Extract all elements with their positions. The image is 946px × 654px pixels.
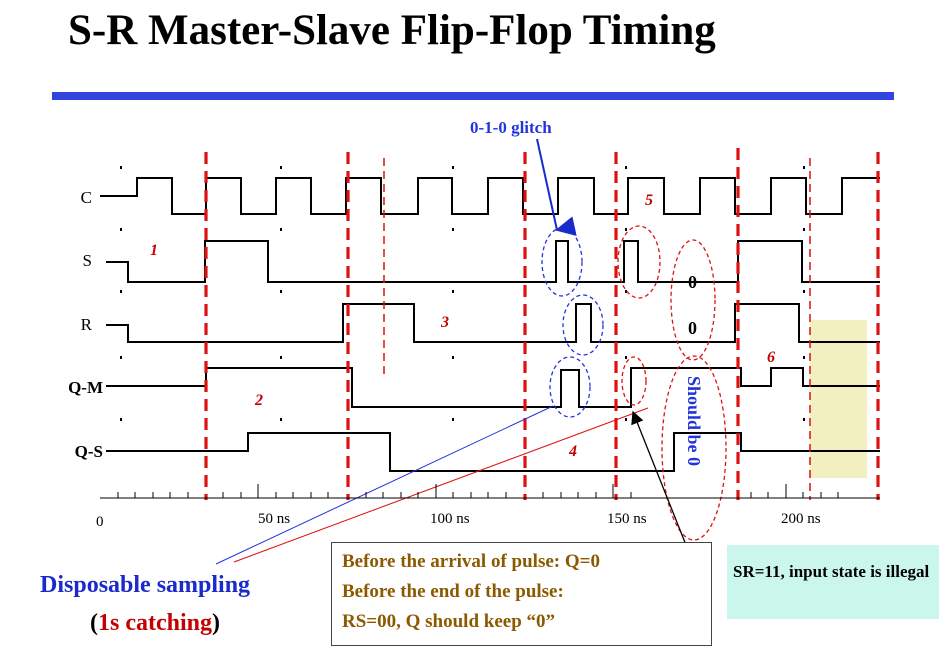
glitch-ellipse-r	[562, 294, 604, 356]
waveform-r	[106, 303, 880, 343]
should-be-zero-label: Should be 0	[684, 376, 704, 466]
signal-label-s: S	[83, 251, 92, 270]
catching-text: 1s catching	[98, 610, 212, 636]
pulse-line-2: Before the end of the pulse:	[342, 581, 564, 602]
paren-open: (	[90, 610, 98, 636]
clock-edge-lines	[204, 148, 880, 500]
catching-label: (1s catching)	[90, 610, 220, 637]
sampling-line-blue	[215, 405, 554, 565]
paren-close: )	[212, 610, 220, 636]
step-number-3: 3	[440, 314, 449, 331]
step-number-2: 2	[254, 392, 263, 409]
grid-dots	[120, 166, 805, 421]
time-label-50: 50 ns	[258, 511, 290, 527]
signal-label-c: C	[81, 188, 92, 207]
waveform-c	[100, 177, 880, 215]
zero-label-s: 0	[688, 272, 697, 292]
ellipse-qm-2	[621, 356, 647, 406]
time-label-0: 0	[96, 514, 104, 530]
glitch-label: 0-1-0 glitch	[470, 118, 552, 137]
signal-label-qs: Q-S	[75, 442, 103, 461]
glitch-arrow	[536, 138, 577, 236]
step-number-6: 6	[767, 349, 775, 366]
glitch-ellipse-qm	[549, 356, 591, 418]
thin-edge-lines	[383, 158, 811, 500]
pulse-arrow	[631, 410, 691, 556]
step-number-4: 4	[568, 443, 577, 460]
step-number-5: 5	[645, 192, 653, 209]
waveform-s	[106, 240, 880, 283]
ellipse-should-be	[661, 355, 727, 541]
time-axis-ticks	[117, 484, 839, 498]
pulse-line-1: Before the arrival of pulse: Q=0	[342, 551, 600, 572]
ellipse-zeros	[670, 239, 716, 361]
signal-label-r: R	[81, 315, 93, 334]
disposable-sampling-label: Disposable sampling	[40, 572, 251, 598]
illegal-highlight	[810, 320, 867, 478]
zero-label-r: 0	[688, 318, 697, 338]
illegal-state-box: SR=11, input state is illegal	[727, 545, 939, 619]
pulse-explanation-box: Before the arrival of pulse: Q=0 Before …	[331, 542, 712, 646]
time-label-100: 100 ns	[430, 511, 470, 527]
waveform-qm	[106, 367, 880, 408]
signal-label-qm: Q-M	[68, 378, 103, 397]
waveform-qs	[106, 432, 880, 472]
title-underline	[52, 92, 894, 100]
time-label-150: 150 ns	[607, 511, 647, 527]
sampling-line-red	[233, 407, 649, 563]
time-label-200: 200 ns	[781, 511, 821, 527]
pulse-line-3: RS=00, Q should keep “0”	[342, 611, 556, 632]
glitch-ellipse-s	[541, 227, 583, 297]
step-number-1: 1	[150, 242, 158, 259]
illegal-line-1: SR=11, input state is illegal	[733, 562, 930, 581]
ellipse-s-pulse-2	[617, 225, 661, 299]
page-title: S-R Master-Slave Flip-Flop Timing	[68, 7, 716, 54]
